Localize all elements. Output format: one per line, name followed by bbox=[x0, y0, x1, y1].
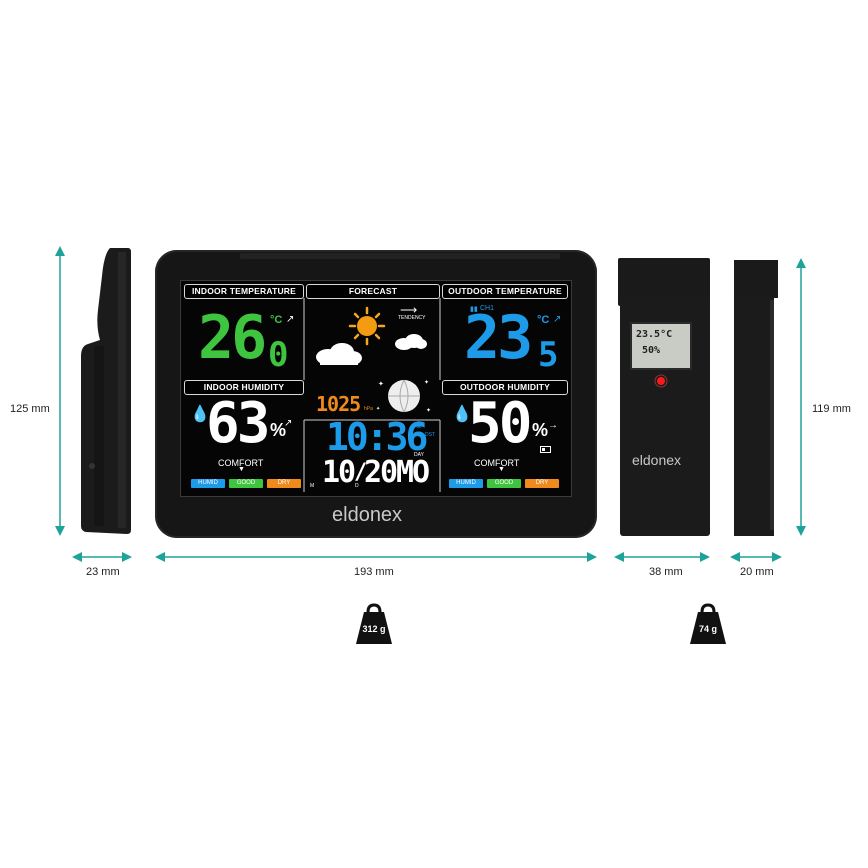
outdoor-humidity-trend-icon: → bbox=[548, 420, 558, 431]
sensor-side-cap bbox=[734, 260, 778, 298]
indoor-humidity-trend-icon: ↗ bbox=[284, 418, 293, 429]
date-month: 20 bbox=[364, 455, 398, 490]
brand-logo-sensor: eldonex bbox=[632, 452, 682, 468]
outdoor-good-chip: GOOD bbox=[487, 479, 521, 488]
indoor-temp-value: 26 bbox=[198, 303, 267, 373]
indoor-humid-chip: HUMID bbox=[191, 479, 225, 488]
outdoor-humidity-header: OUTDOOR HUMIDITY bbox=[442, 380, 568, 395]
indoor-humidity-unit: % bbox=[270, 420, 287, 440]
indoor-good-chip: GOOD bbox=[229, 479, 263, 488]
sun-icon bbox=[344, 306, 390, 351]
outdoor-temp-unit: °C bbox=[537, 314, 550, 326]
lcd-dividers bbox=[180, 280, 570, 495]
pressure-unit: hPa bbox=[364, 406, 373, 412]
moon-phase-icon: ✦ ✦ ✦ ✦ bbox=[374, 374, 434, 423]
outdoor-temp-decimal: 5 bbox=[538, 335, 559, 375]
sensor-led-icon bbox=[654, 374, 668, 393]
clock-time: 10:36 bbox=[326, 415, 428, 459]
weight-sensor-label: 74 g bbox=[698, 624, 717, 634]
depth-arrow-left bbox=[72, 550, 132, 562]
cloud-icon bbox=[314, 342, 364, 371]
outdoor-comfort-pointer-icon: ▼ bbox=[498, 466, 505, 473]
sensor-side-body bbox=[734, 296, 774, 536]
width-arrow-main bbox=[155, 550, 597, 562]
battery-icon bbox=[540, 440, 552, 458]
channel-label: CH1 bbox=[480, 305, 495, 312]
indoor-temp-unit: °C bbox=[270, 314, 283, 326]
weight-icon-main bbox=[352, 602, 396, 651]
small-cloud-icon bbox=[394, 334, 428, 355]
outdoor-humid-chip: HUMID bbox=[449, 479, 483, 488]
tendency-arrow-icon: ⟶ bbox=[400, 303, 418, 317]
svg-text:✦: ✦ bbox=[378, 380, 384, 388]
date-separator: / bbox=[354, 460, 368, 485]
indoor-dry-chip: DRY bbox=[267, 479, 301, 488]
weight-icon-sensor bbox=[686, 602, 730, 651]
signal-icon: ▮▮ bbox=[470, 306, 478, 313]
sensor-width-label: 38 mm bbox=[649, 566, 683, 578]
indoor-humidity-header: INDOOR HUMIDITY bbox=[184, 380, 304, 395]
height-arrow-sensor bbox=[795, 258, 807, 536]
width-arrow-sensor bbox=[614, 550, 710, 562]
brand-logo-main: eldonex bbox=[332, 504, 403, 526]
depth-arrow-sensor bbox=[730, 550, 782, 562]
outdoor-dry-chip: DRY bbox=[525, 479, 559, 488]
sensor-side-edge bbox=[770, 300, 774, 530]
sensor-mini-screen bbox=[630, 322, 692, 370]
day-marker: D bbox=[355, 483, 359, 489]
top-buttons bbox=[240, 246, 560, 259]
indoor-temperature-header: INDOOR TEMPERATURE bbox=[184, 284, 304, 299]
outdoor-temperature-header: OUTDOOR TEMPERATURE bbox=[442, 284, 568, 299]
svg-text:✦: ✦ bbox=[424, 379, 429, 386]
weight-main-label: 312 g bbox=[362, 624, 386, 634]
sensor-height-label: 119 mm bbox=[812, 403, 851, 415]
indoor-trend-icon: ↗ bbox=[286, 314, 295, 325]
indoor-humidity-value: 63 bbox=[206, 391, 270, 456]
forecast-header: FORECAST bbox=[306, 284, 440, 299]
main-width-label: 193 mm bbox=[354, 566, 394, 578]
month-marker: M bbox=[310, 483, 315, 489]
outdoor-comfort-label: COMFORT bbox=[474, 458, 520, 468]
side-depth-label: 23 mm bbox=[86, 566, 120, 578]
radio-tower-icon: ◉ bbox=[415, 419, 423, 429]
sensor-mini-humidity: 50% bbox=[642, 345, 661, 356]
side-profile-shape bbox=[81, 248, 131, 534]
outdoor-water-drop-icon: 💧 bbox=[452, 406, 472, 423]
pressure-value: 1025 bbox=[316, 392, 361, 416]
indoor-water-drop-icon: 💧 bbox=[190, 406, 210, 423]
day-label: DAY bbox=[414, 452, 424, 458]
svg-text:✦: ✦ bbox=[376, 406, 380, 412]
height-arrow-left bbox=[54, 246, 66, 536]
outdoor-temp-value: 23 bbox=[464, 303, 533, 373]
date-day: 10 bbox=[322, 455, 356, 490]
svg-text:✦: ✦ bbox=[426, 407, 431, 414]
indoor-comfort-pointer-icon: ▼ bbox=[238, 466, 245, 473]
weekday: MO bbox=[396, 455, 430, 490]
sensor-mini-temp: 23.5°C bbox=[636, 329, 673, 340]
side-height-label: 125 mm bbox=[10, 403, 50, 415]
outdoor-humidity-value: 50 bbox=[468, 391, 532, 456]
sensor-depth-label: 20 mm bbox=[740, 566, 774, 578]
indoor-temp-decimal: 0 bbox=[268, 335, 289, 375]
outdoor-humidity-unit: % bbox=[532, 420, 549, 440]
tendency-label: TENDENCY bbox=[398, 315, 426, 321]
side-view-device bbox=[78, 246, 132, 536]
outdoor-trend-icon: ↗ bbox=[553, 314, 562, 325]
dst-label: DST bbox=[425, 432, 435, 438]
indoor-comfort-label: COMFORT bbox=[218, 458, 264, 468]
